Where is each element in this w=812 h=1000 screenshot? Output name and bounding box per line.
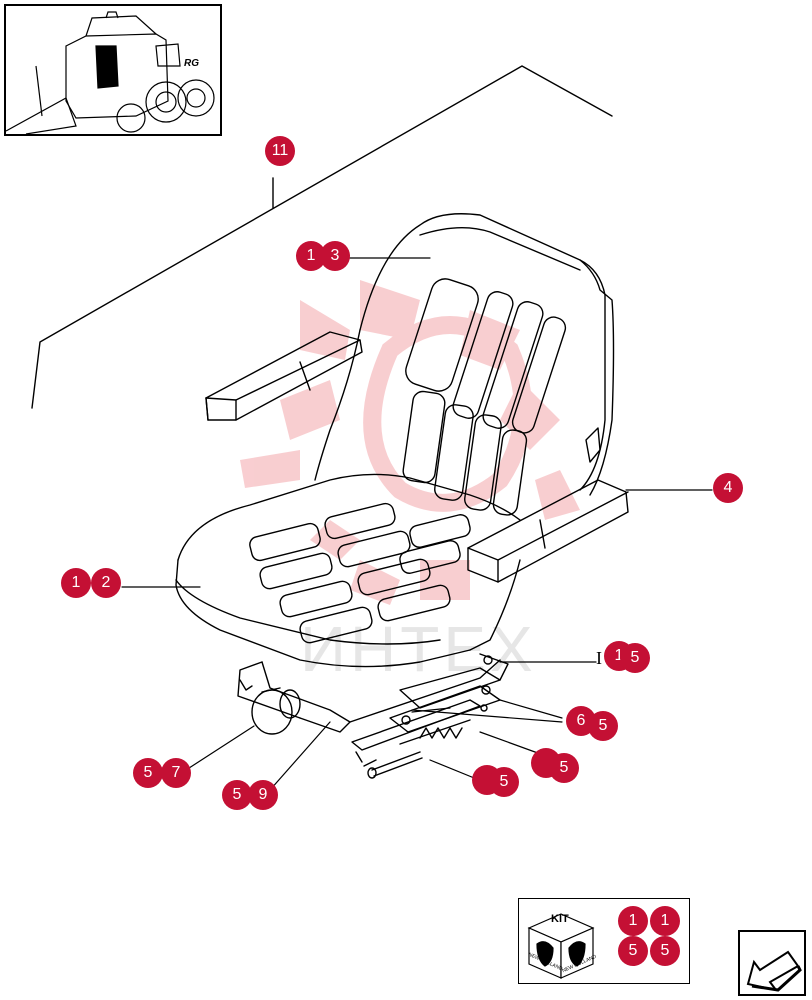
seat-cushion [175, 473, 521, 668]
assembly-bracket [31, 65, 613, 409]
callout-65-a[interactable]: 6 [566, 706, 596, 736]
callout-11[interactable]: 11 [265, 136, 295, 166]
kit-callout-11-a[interactable]: 1 [618, 906, 648, 936]
kit-callout-11-b[interactable]: 1 [650, 906, 680, 936]
seat-base [237, 653, 509, 779]
machine-thumbnail: RG [4, 4, 222, 136]
backrest [314, 213, 615, 516]
kit-callout-55-b[interactable]: 5 [650, 936, 680, 966]
callout-13-b[interactable]: 3 [320, 241, 350, 271]
callout-55-right-b[interactable]: 5 [549, 753, 579, 783]
callout-4[interactable]: 4 [713, 473, 743, 503]
thumbnail-model-label: RG [184, 58, 199, 69]
callout-57-a[interactable]: 5 [133, 758, 163, 788]
left-armrest [205, 331, 363, 421]
callout-59-b[interactable]: 9 [248, 780, 278, 810]
callout-12-a[interactable]: 1 [61, 568, 91, 598]
grader-icon [5, 11, 215, 135]
stray-letter: I [596, 648, 602, 668]
callout-57-b[interactable]: 7 [161, 758, 191, 788]
kit-label: KIT [551, 913, 569, 925]
arrow-back-icon [746, 950, 802, 992]
kit-box: KIT NEW HOLLAND NEW HOLLAND [518, 898, 690, 984]
leader-lines [121, 257, 713, 791]
kit-callout-55-a[interactable]: 5 [618, 936, 648, 966]
previous-page-button[interactable] [738, 930, 806, 996]
callout-55-mid-b[interactable]: 5 [489, 767, 519, 797]
watermark-text: ИНТЕХ [300, 613, 537, 685]
right-armrest [467, 479, 629, 583]
callout-12-b[interactable]: 2 [91, 568, 121, 598]
callout-15-b[interactable]: 5 [620, 643, 650, 673]
kit-cube-icon [527, 913, 595, 979]
